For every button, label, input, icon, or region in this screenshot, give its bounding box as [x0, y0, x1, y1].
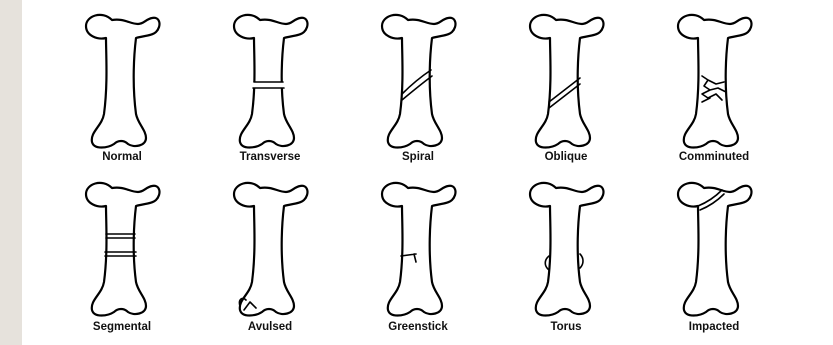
bone-torus [530, 183, 603, 316]
label-comminuted: Comminuted [679, 151, 749, 163]
label-segmental: Segmental [93, 321, 151, 333]
label-greenstick: Greenstick [388, 321, 448, 333]
label-oblique: Oblique [545, 151, 588, 163]
label-impacted: Impacted [689, 321, 740, 333]
bone-segmental [86, 183, 159, 316]
bone-impacted [678, 183, 751, 316]
label-normal: Normal [102, 151, 142, 163]
bone-spiral [382, 15, 455, 148]
bone-avulsed [234, 183, 307, 316]
bone-oblique [530, 15, 603, 148]
bone-transverse [234, 15, 307, 148]
label-torus: Torus [550, 321, 581, 333]
bone-comminuted [678, 15, 751, 148]
label-transverse: Transverse [240, 151, 301, 163]
bone-greenstick [382, 183, 455, 316]
label-spiral: Spiral [402, 151, 434, 163]
label-avulsed: Avulsed [248, 321, 292, 333]
bone-normal [86, 15, 159, 148]
